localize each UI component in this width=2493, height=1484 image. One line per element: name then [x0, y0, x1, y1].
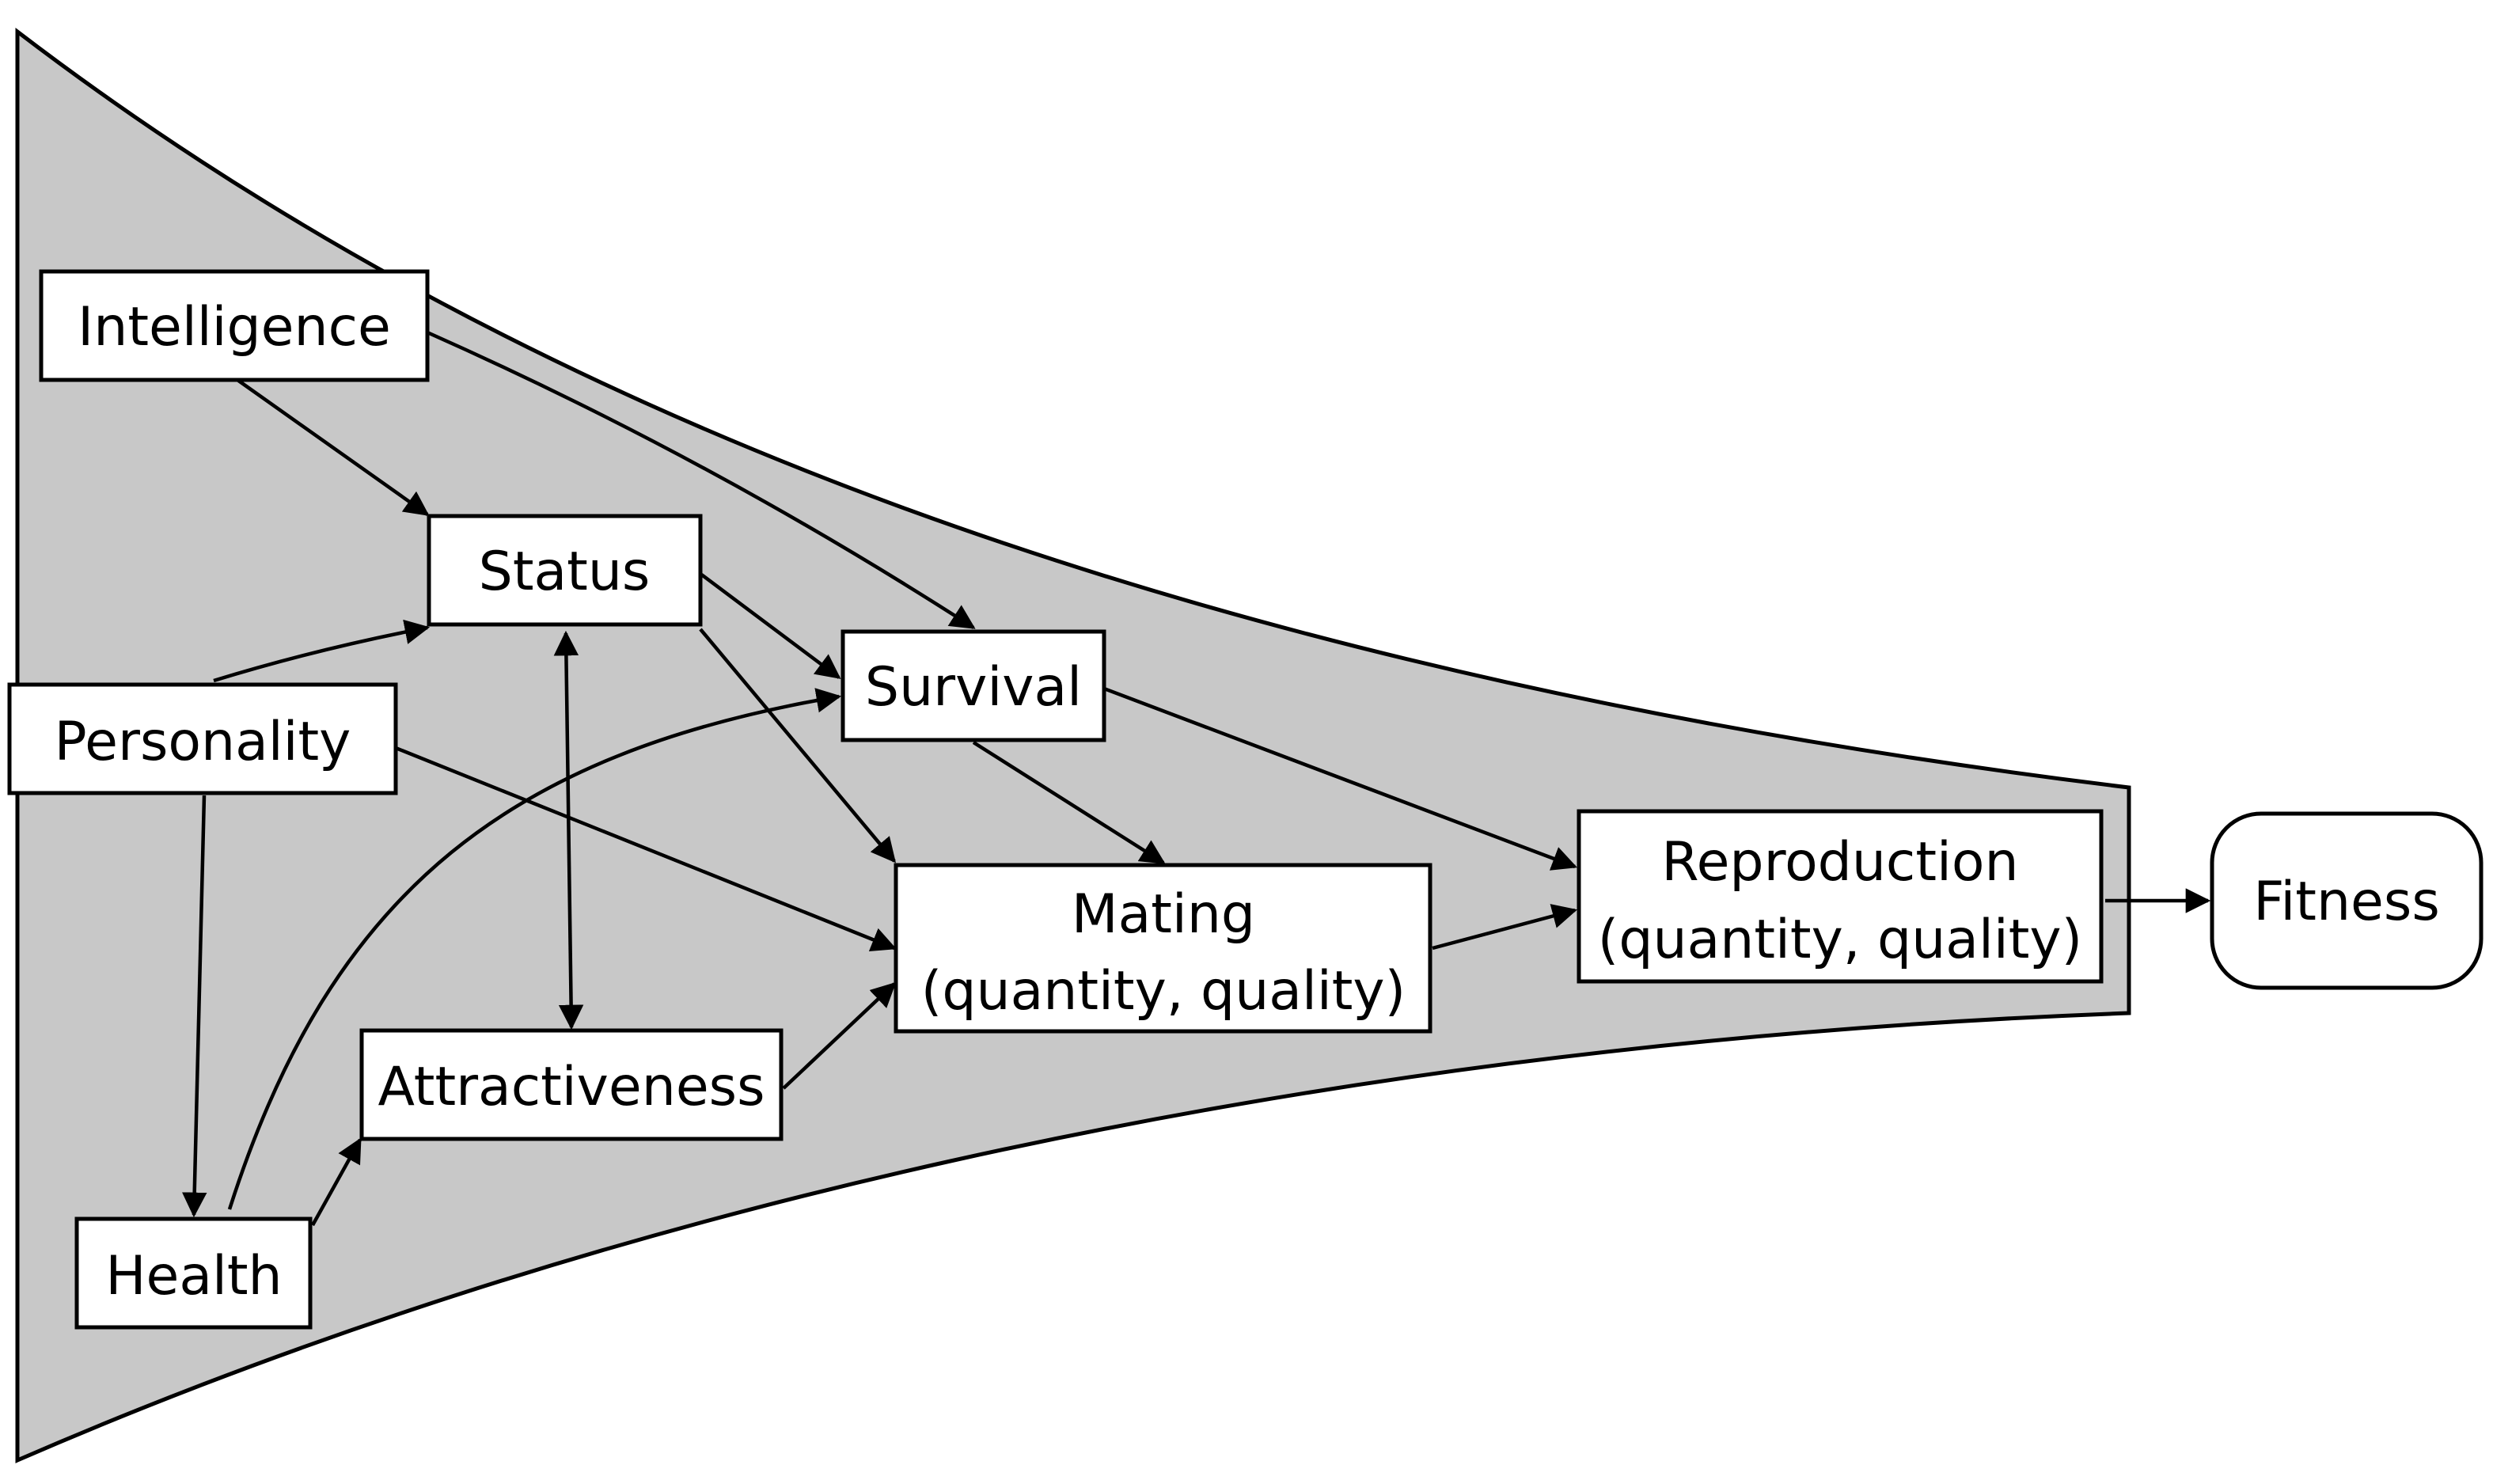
node-attractiveness-label: Attractiveness: [378, 1056, 765, 1118]
edge-intelligence-status: [236, 378, 430, 516]
node-fitness-label: Fitness: [2253, 871, 2440, 933]
edge-intelligence-survival: [427, 330, 976, 629]
edge-status-attractiveness: [553, 630, 584, 1030]
edge-survival-mating: [972, 741, 1166, 864]
node-status-label: Status: [479, 541, 651, 603]
edge-personality-health: [181, 795, 207, 1218]
edge-attractiveness-mating: [782, 981, 897, 1090]
node-mating: Mating (quantity, quality): [894, 863, 1432, 1034]
edge-personality-status: [213, 619, 431, 683]
edge-mating-reproduction: [1432, 904, 1578, 951]
edge-survival-reproduction: [1103, 686, 1577, 871]
node-personality-label: Personality: [55, 711, 351, 773]
node-reproduction-label-line1: Reproduction: [1661, 831, 2018, 894]
node-fitness: Fitness: [2210, 811, 2484, 990]
node-survival-label: Survival: [865, 656, 1082, 719]
node-personality: Personality: [7, 682, 398, 795]
edge-health-attractiveness: [311, 1137, 362, 1227]
node-mating-label-line2: (quantity, quality): [921, 960, 1406, 1023]
node-reproduction: Reproduction (quantity, quality): [1577, 809, 2104, 984]
node-attractiveness: Attractiveness: [359, 1028, 784, 1141]
node-survival: Survival: [840, 629, 1106, 742]
node-status: Status: [427, 514, 703, 627]
node-health: Health: [74, 1216, 313, 1330]
edges-layer: [181, 330, 2211, 1227]
edge-personality-mating: [395, 746, 897, 952]
node-health-label: Health: [105, 1245, 282, 1308]
edge-health-survival: [227, 688, 842, 1210]
edge-status-mating: [699, 628, 897, 863]
node-intelligence: Intelligence: [39, 269, 430, 382]
node-intelligence-label: Intelligence: [78, 296, 391, 359]
node-reproduction-label-line2: (quantity, quality): [1598, 909, 2082, 971]
node-mating-label-line1: Mating: [1072, 883, 1255, 946]
edge-status-survival: [699, 572, 841, 679]
